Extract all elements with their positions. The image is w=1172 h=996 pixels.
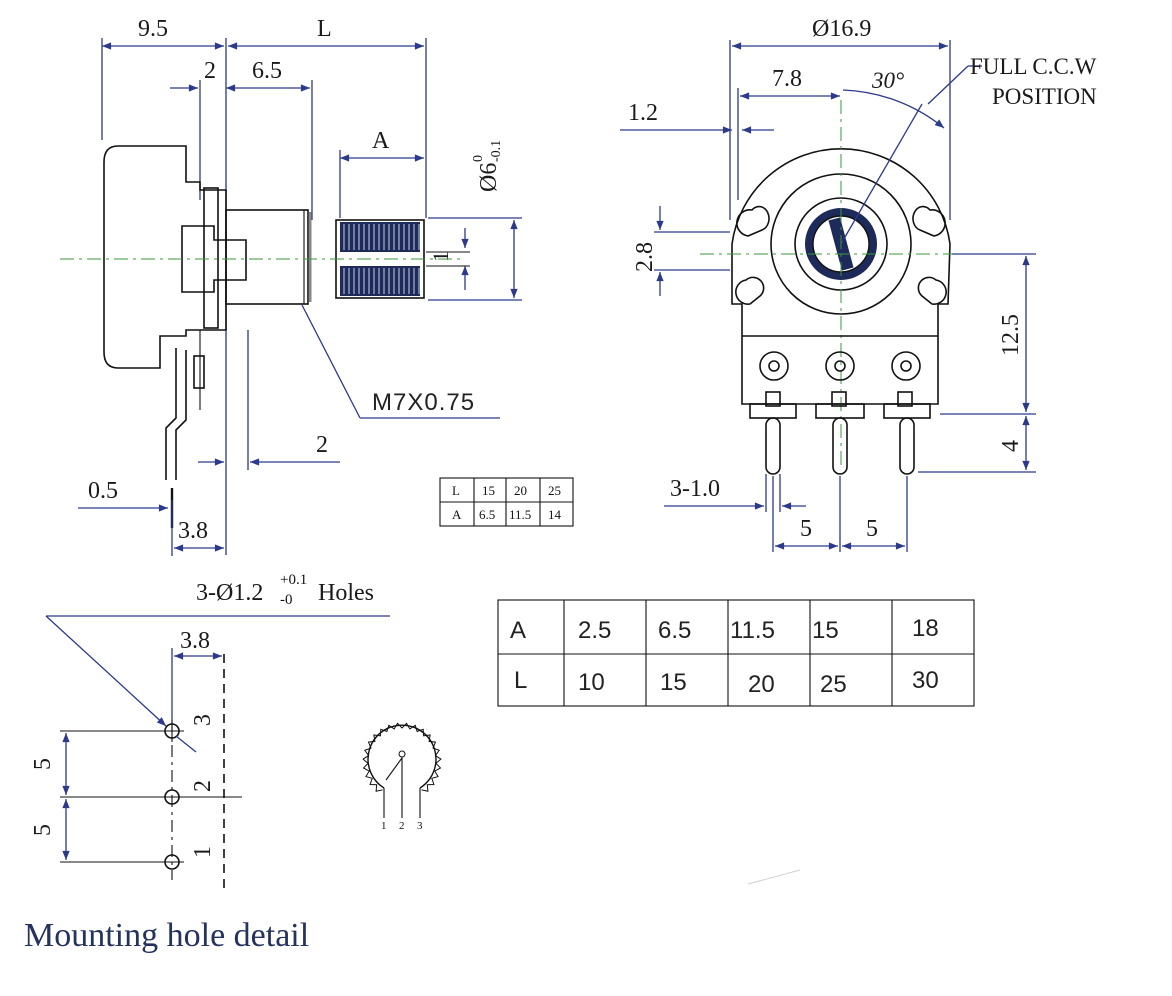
holes-label: 3-Ø1.2: [196, 580, 263, 606]
pin-number-3: 3: [190, 714, 216, 726]
spec-table-cell: L: [514, 667, 527, 694]
spec-table-cell: A: [510, 617, 526, 644]
dim-5-right: 5: [866, 516, 878, 542]
dim-2-8: 2.8: [632, 242, 658, 272]
spec-table: A 2.5 6.5 11.5 15 18 L 10 15 20 25 30: [497, 599, 975, 707]
dim-9-5: 9.5: [138, 16, 168, 42]
thread-label: M7X0.75: [372, 389, 475, 416]
front-view: Ø16.9 7.8 30° FULL C.C.W POSITION 1.2 2.…: [620, 16, 1097, 552]
dim-shaft-tol-lower: -0.1: [489, 140, 504, 162]
dim-5-left: 5: [800, 516, 812, 542]
full-ccw-label-line2: POSITION: [992, 84, 1097, 109]
holes-suffix: Holes: [318, 580, 374, 606]
spec-table-cell: 6.5: [658, 617, 691, 644]
side-view: 9.5 L 2 6.5 A Ø6 0 -0.1 1: [60, 16, 522, 556]
holes-tol-lower: -0: [280, 592, 293, 608]
full-ccw-label-line1: FULL C.C.W: [970, 54, 1097, 79]
small-table-cell: 6.5: [479, 507, 495, 522]
small-table-cell: A: [452, 507, 462, 522]
spec-table-cell: 18: [912, 615, 939, 642]
spec-table-cell: 15: [660, 669, 687, 696]
dim-5-top-mount: 5: [30, 758, 56, 770]
holes-tol-upper: +0.1: [280, 572, 307, 588]
small-table-cell: 15: [482, 483, 495, 498]
spec-table-cell: 25: [820, 671, 847, 698]
spec-table-cell: 10: [578, 669, 605, 696]
mounting-hole-2: [60, 789, 242, 805]
dim-A: A: [372, 128, 390, 154]
spec-table-cell: 11.5: [730, 617, 775, 644]
small-table-cell: 14: [548, 507, 562, 522]
dim-1: 1: [428, 251, 453, 262]
dim-4: 4: [998, 440, 1024, 452]
spec-table-cell: 2.5: [578, 617, 611, 644]
dim-2-top: 2: [204, 58, 216, 84]
holes-label-main: 3-Ø1.2: [196, 580, 263, 606]
dim-3-1-0: 3-1.0: [670, 476, 720, 502]
dim-1-2: 1.2: [628, 100, 658, 126]
schematic-symbol: 1 2 3: [362, 722, 442, 832]
dim-shaft-diameter: Ø6: [476, 163, 502, 192]
pin-number-2: 2: [190, 780, 216, 792]
small-table: L 15 20 25 A 6.5 11.5 14: [439, 477, 574, 527]
spec-table-cell: 30: [912, 667, 939, 694]
dim-5-bottom-mount: 5: [30, 824, 56, 836]
knurled-shaft: [335, 219, 425, 299]
pin-number-1: 1: [190, 846, 216, 858]
small-table-cell: 11.5: [509, 507, 531, 522]
dim-3-8-mount: 3.8: [180, 628, 210, 654]
schematic-pin-label: 2: [399, 820, 405, 832]
mounting-title: Mounting hole detail: [24, 917, 309, 954]
schematic-pin-label: 3: [417, 820, 423, 832]
small-table-cell: 20: [514, 483, 527, 498]
spec-table-cell: 15: [812, 617, 839, 644]
dim-6-5: 6.5: [252, 58, 282, 84]
small-table-cell: 25: [548, 483, 561, 498]
schematic-pin-label: 1: [381, 820, 387, 832]
dim-L: L: [317, 16, 332, 42]
dim-30-degrees: 30°: [871, 68, 904, 93]
small-table-cell: L: [452, 483, 460, 498]
dim-shaft-tol-upper: 0: [471, 155, 486, 162]
mounting-hole-detail: 3-Ø1.2 +0.1 -0 Holes 3.8: [24, 572, 390, 954]
spec-table-cell: 20: [748, 671, 775, 698]
dim-12-5: 12.5: [998, 314, 1024, 356]
dim-2-bottom: 2: [316, 432, 328, 458]
dim-16-9: Ø16.9: [812, 16, 871, 42]
dim-7-8: 7.8: [772, 66, 802, 92]
dim-3-8-side: 3.8: [178, 518, 208, 544]
dim-0-5: 0.5: [88, 478, 118, 504]
